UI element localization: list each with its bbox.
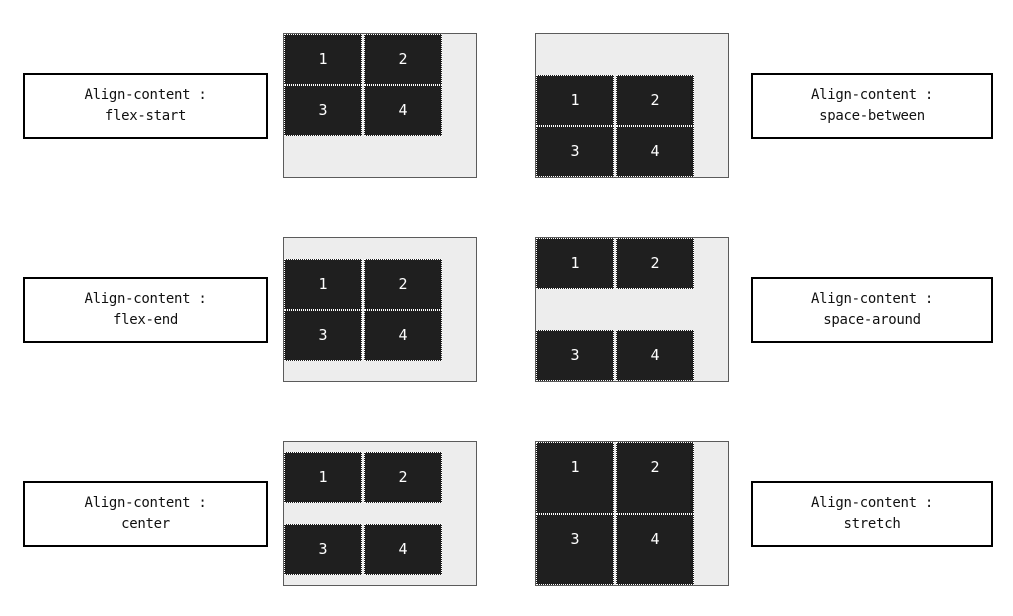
flex-item-2: 2 bbox=[364, 34, 442, 85]
flex-item-2: 2 bbox=[364, 452, 442, 504]
label-property: Align-content : bbox=[811, 86, 933, 103]
flex-item-2: 2 bbox=[616, 238, 694, 289]
label-box-flex-start: Align-content : flex-start bbox=[23, 72, 268, 139]
flex-item-1: 1 bbox=[284, 258, 362, 310]
flex-item-4: 4 bbox=[616, 513, 694, 585]
flex-container-space-around: 1 2 3 4 bbox=[535, 237, 729, 382]
label-box-space-around: Align-content : space-around bbox=[751, 276, 993, 343]
flex-item-3: 3 bbox=[536, 513, 614, 585]
label-property: Align-content : bbox=[84, 290, 207, 307]
flex-item-1: 1 bbox=[536, 442, 614, 514]
flex-item-1: 1 bbox=[284, 452, 362, 504]
flex-item-4: 4 bbox=[364, 523, 442, 575]
label-value: center bbox=[121, 515, 170, 532]
label-property: Align-content : bbox=[811, 290, 933, 307]
demo-row-2: Align-content : flex-end 1 2 3 4 1 2 3 4… bbox=[23, 237, 1013, 382]
flex-item-1: 1 bbox=[536, 238, 614, 289]
label-property: Align-content : bbox=[84, 86, 207, 103]
flex-container-flex-end: 1 2 3 4 bbox=[283, 237, 477, 382]
flex-item-2: 2 bbox=[616, 75, 694, 126]
flex-item-2: 2 bbox=[364, 258, 442, 310]
flex-item-3: 3 bbox=[284, 85, 362, 136]
label-box-space-between: Align-content : space-between bbox=[751, 72, 993, 139]
label-value: space-between bbox=[819, 107, 925, 124]
flex-item-4: 4 bbox=[616, 330, 694, 381]
flex-item-1: 1 bbox=[536, 75, 614, 126]
flex-item-3: 3 bbox=[284, 309, 362, 361]
demo-row-3: Align-content : center 1 2 3 4 1 2 3 4 A… bbox=[23, 441, 1013, 586]
flex-container-flex-start: 1 2 3 4 bbox=[283, 33, 477, 178]
label-value: stretch bbox=[843, 515, 901, 532]
flex-item-3: 3 bbox=[536, 330, 614, 381]
flex-item-3: 3 bbox=[284, 523, 362, 575]
flex-container-stretch: 1 2 3 4 bbox=[535, 441, 729, 586]
flex-item-4: 4 bbox=[364, 85, 442, 136]
label-value: flex-end bbox=[112, 311, 179, 328]
label-property: Align-content : bbox=[811, 494, 933, 511]
label-value: space-around bbox=[823, 311, 921, 328]
flex-item-4: 4 bbox=[616, 126, 694, 177]
label-box-stretch: Align-content : stretch bbox=[751, 480, 993, 547]
label-value: flex-start bbox=[104, 107, 187, 124]
flex-item-3: 3 bbox=[536, 126, 614, 177]
label-box-flex-end: Align-content : flex-end bbox=[23, 276, 268, 343]
flex-item-4: 4 bbox=[364, 309, 442, 361]
label-box-center: Align-content : center bbox=[23, 480, 268, 547]
label-property: Align-content : bbox=[84, 494, 207, 511]
flex-container-space-between: 1 2 3 4 bbox=[535, 33, 729, 178]
demo-row-1: Align-content : flex-start 1 2 3 4 1 2 3… bbox=[23, 33, 1013, 178]
flex-item-2: 2 bbox=[616, 442, 694, 514]
flex-item-1: 1 bbox=[284, 34, 362, 85]
flex-container-center: 1 2 3 4 bbox=[283, 441, 477, 586]
